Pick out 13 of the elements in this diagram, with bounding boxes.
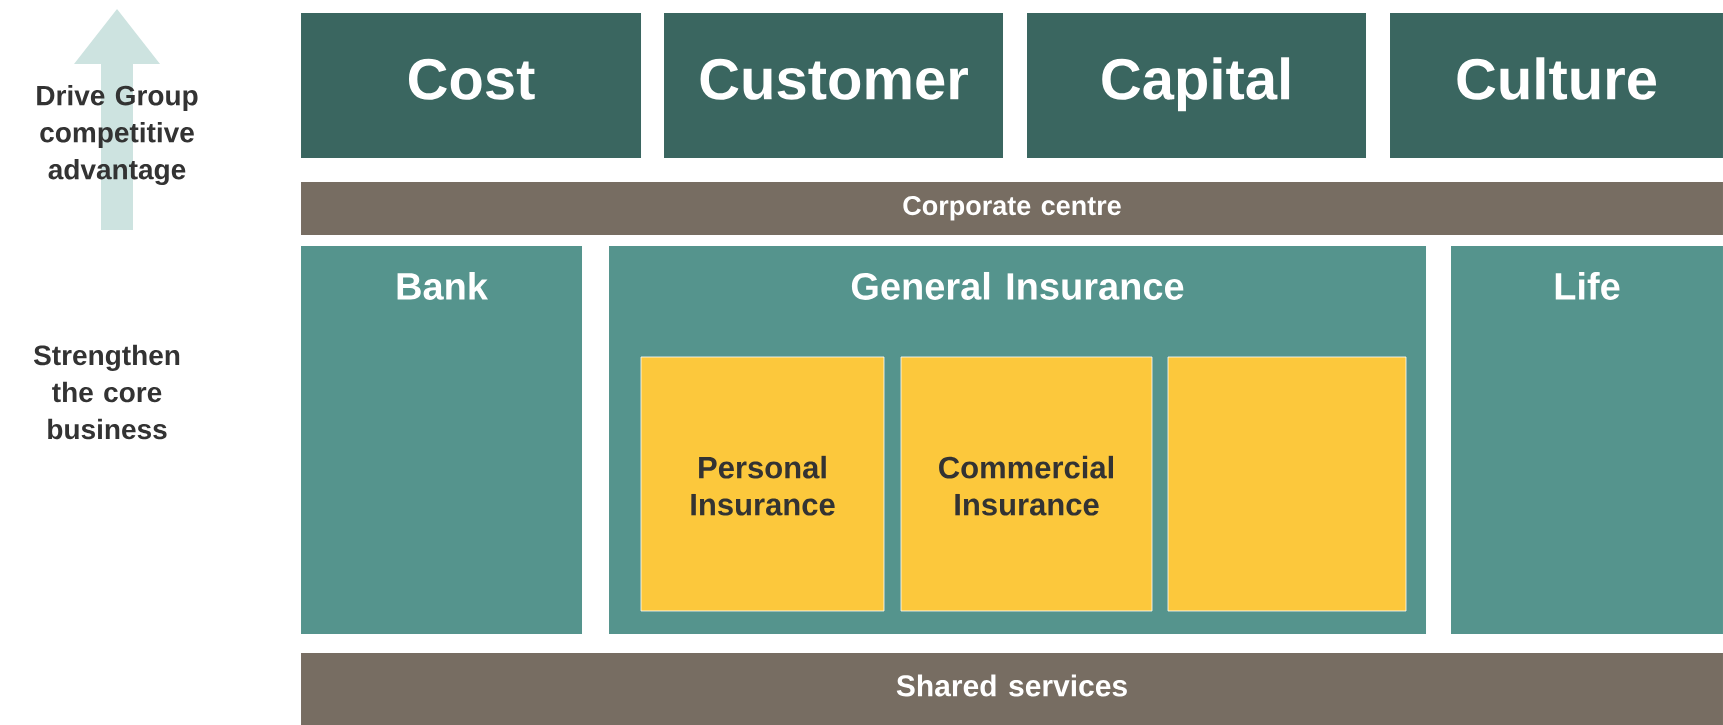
pillar-box: Culture bbox=[1390, 13, 1723, 158]
pillar-box: Customer bbox=[664, 13, 1003, 158]
pillar-box: Cost bbox=[301, 13, 641, 158]
business-box: Personal Insurance bbox=[640, 356, 885, 612]
side-label: Strengthen the core business bbox=[33, 344, 180, 440]
band: Shared services bbox=[301, 653, 1723, 725]
pillar-box: Capital bbox=[1027, 13, 1366, 158]
division-panel: Life bbox=[1451, 246, 1723, 634]
business-box: Commercial Insurance bbox=[900, 356, 1153, 612]
business-box bbox=[1167, 356, 1407, 612]
side-label: Drive Group competitive advantage bbox=[37, 84, 198, 186]
band: Corporate centre bbox=[301, 182, 1723, 235]
division-panel: Bank bbox=[301, 246, 582, 634]
